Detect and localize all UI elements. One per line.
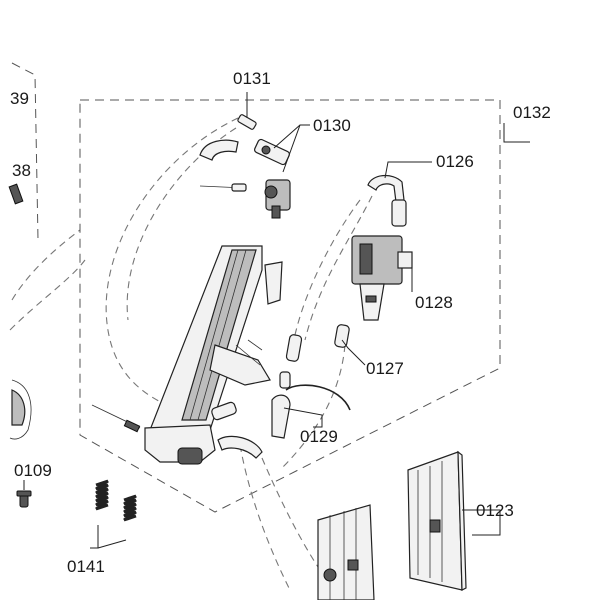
- assembly-boundary-0132: [79, 99, 501, 513]
- label-edge-39: 39: [10, 89, 29, 108]
- label-edge-38: 38: [12, 161, 31, 180]
- cable-0129: [285, 384, 351, 411]
- label-0132: 0132: [513, 103, 551, 122]
- part-0109-screw: [16, 490, 32, 508]
- label-0141: 0141: [67, 557, 105, 576]
- part-0129-hoses: [211, 394, 291, 459]
- adjacent-assembly-fragment: [8, 62, 86, 440]
- leader-lines: [23, 92, 530, 549]
- elbow-hose-top: [199, 139, 239, 161]
- part-0128-pump: [351, 199, 413, 321]
- label-0126: 0126: [436, 152, 474, 171]
- label-0129: 0129: [300, 427, 338, 446]
- part-0131-pin: [237, 114, 257, 130]
- part-0123-circuit-boards: [317, 450, 467, 600]
- part-0141-springs: [95, 479, 137, 522]
- part-0126-hose: [367, 175, 405, 203]
- label-0109: 0109: [14, 461, 52, 480]
- label-0123: 0123: [476, 501, 514, 520]
- label-0127: 0127: [366, 359, 404, 378]
- label-0131: 0131: [233, 69, 271, 88]
- label-0128: 0128: [415, 293, 453, 312]
- part-0127-connectors: [285, 324, 350, 362]
- heater-assembly: [91, 245, 291, 465]
- label-0130: 0130: [313, 116, 351, 135]
